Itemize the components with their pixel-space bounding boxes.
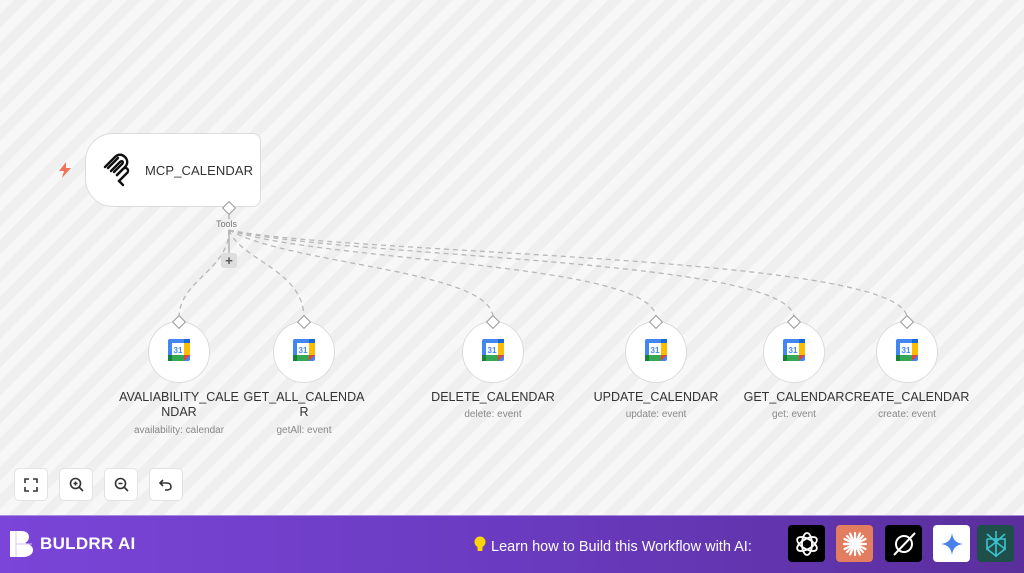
grok-button[interactable] xyxy=(885,525,922,562)
gemini-icon xyxy=(940,532,963,555)
lightning-icon xyxy=(58,162,72,178)
tool-node-delete[interactable]: 31 xyxy=(462,321,524,383)
mcp-icon xyxy=(101,153,135,187)
reset-button[interactable] xyxy=(149,468,183,501)
tool-subtitle: delete: event xyxy=(464,409,522,420)
tool-subtitle: availability: calendar xyxy=(133,425,225,436)
buldrr-logo-icon xyxy=(10,531,33,557)
tool-node-get-all[interactable]: 31 xyxy=(273,321,335,383)
claude-icon xyxy=(842,531,867,556)
node-title: MCP_CALENDAR xyxy=(145,162,254,178)
svg-text:31: 31 xyxy=(902,346,911,355)
google-calendar-icon: 31 xyxy=(896,338,918,366)
perplexity-icon xyxy=(985,530,1006,557)
lightbulb-icon xyxy=(474,536,486,557)
google-calendar-icon: 31 xyxy=(482,338,504,366)
zoom-out-button[interactable] xyxy=(104,468,138,501)
tool-subtitle: getAll: event xyxy=(276,425,332,436)
edge-get-all xyxy=(228,229,305,319)
edge-get xyxy=(228,229,795,319)
learn-cta: Learn how to Build this Workflow with AI… xyxy=(474,536,752,557)
tool-node-create[interactable]: 31 xyxy=(876,321,938,383)
tool-label: GET_CALENDAR xyxy=(743,390,845,404)
tools-handle-label: Tools xyxy=(216,219,238,229)
undo-icon xyxy=(159,478,172,491)
footer-banner: BULDRR AI Learn how to Build this Workfl… xyxy=(0,515,1024,573)
connection-edges xyxy=(178,212,908,319)
tool-subtitle: get: event xyxy=(772,409,816,420)
brand-name: BULDRR AI xyxy=(40,534,136,553)
mcp-calendar-node[interactable]: MCP_CALENDAR xyxy=(85,133,261,207)
add-tool-button[interactable]: + xyxy=(221,253,237,268)
edge-update xyxy=(228,229,657,319)
chatgpt-button[interactable] xyxy=(788,525,825,562)
fullscreen-icon xyxy=(24,477,38,492)
learn-text: Learn how to Build this Workflow with AI… xyxy=(491,538,752,555)
google-calendar-icon: 31 xyxy=(168,338,190,366)
tool-subtitle: create: event xyxy=(878,409,936,420)
edge-delete xyxy=(228,229,494,319)
gemini-button[interactable] xyxy=(933,525,970,562)
tool-node-get[interactable]: 31 xyxy=(763,321,825,383)
google-calendar-icon: 31 xyxy=(293,338,315,366)
svg-text:31: 31 xyxy=(488,346,497,355)
edge-availability xyxy=(178,229,230,319)
google-calendar-icon: 31 xyxy=(783,338,805,366)
fit-view-button[interactable] xyxy=(14,468,48,501)
edge-create xyxy=(228,229,908,319)
perplexity-button[interactable] xyxy=(977,525,1014,562)
google-calendar-icon: 31 xyxy=(645,338,667,366)
tool-subtitle: update: event xyxy=(625,409,687,420)
claude-button[interactable] xyxy=(836,525,873,562)
grok-icon xyxy=(892,531,916,556)
svg-text:31: 31 xyxy=(174,346,183,355)
tool-label: UPDATE_CALENDAR xyxy=(593,390,719,404)
tool-node-update[interactable]: 31 xyxy=(625,321,687,383)
zoom-in-icon xyxy=(69,477,84,492)
workflow-canvas[interactable]: MCP_CALENDAR Tools + 31 AVALIABILITY_CAL… xyxy=(0,0,1024,515)
svg-text:31: 31 xyxy=(299,346,308,355)
zoom-out-icon xyxy=(114,477,129,492)
zoom-in-button[interactable] xyxy=(59,468,93,501)
svg-text:31: 31 xyxy=(789,346,798,355)
tool-label: CREATE_CALENDAR xyxy=(844,390,970,404)
tool-node-availability[interactable]: 31 xyxy=(148,321,210,383)
brand[interactable]: BULDRR AI xyxy=(10,531,136,557)
svg-text:31: 31 xyxy=(651,346,660,355)
openai-icon xyxy=(795,531,818,556)
tool-label: DELETE_CALENDAR xyxy=(431,390,555,404)
